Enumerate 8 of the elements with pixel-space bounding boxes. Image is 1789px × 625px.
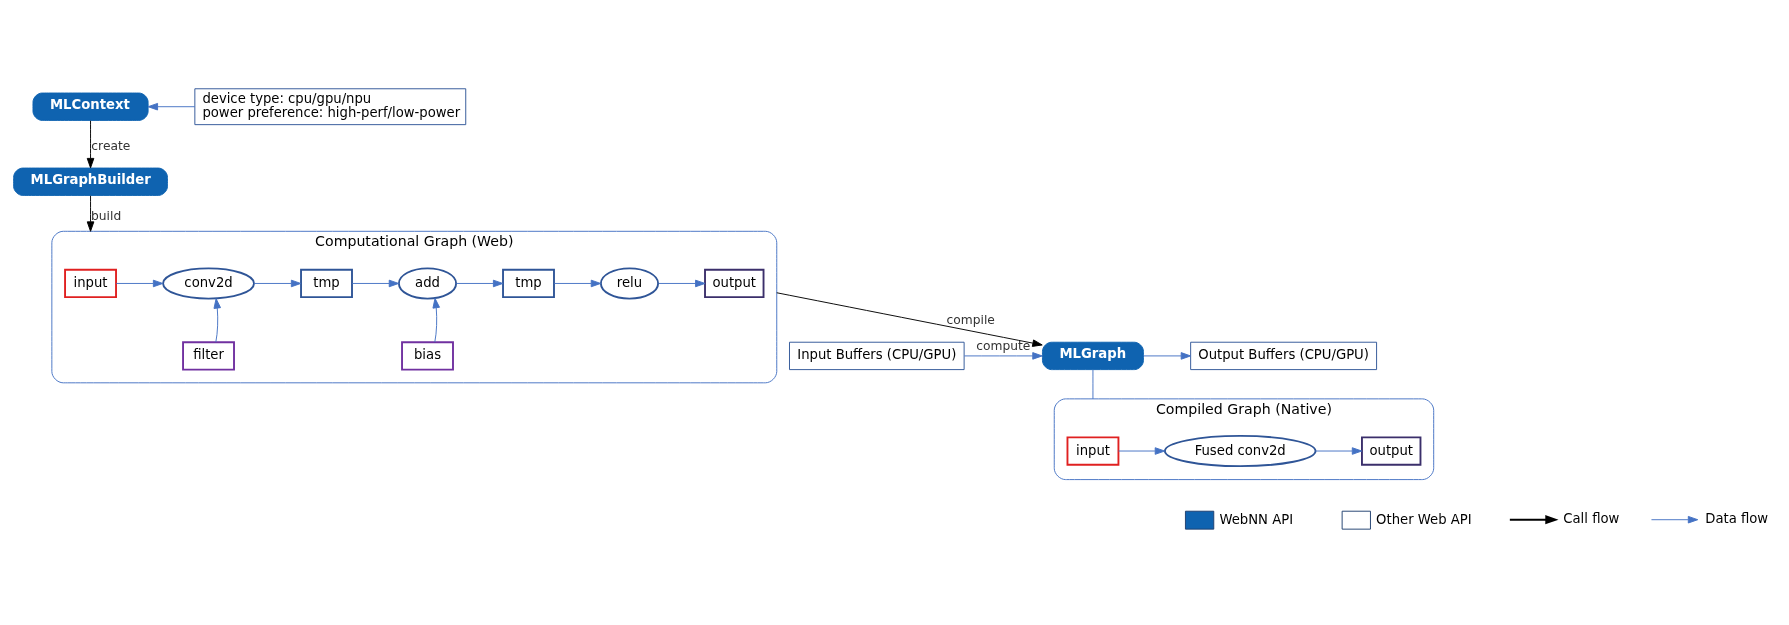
legend-label: WebNN API [1219,511,1294,527]
edge-label: compile [946,312,995,327]
edge-label: build [91,209,122,224]
legend-label: Call flow [1563,511,1620,527]
legend-label: Data flow [1705,511,1769,527]
legend-label: Other Web API [1376,511,1472,527]
edge-label: compute [976,338,1031,353]
edge-label: create [91,138,131,153]
